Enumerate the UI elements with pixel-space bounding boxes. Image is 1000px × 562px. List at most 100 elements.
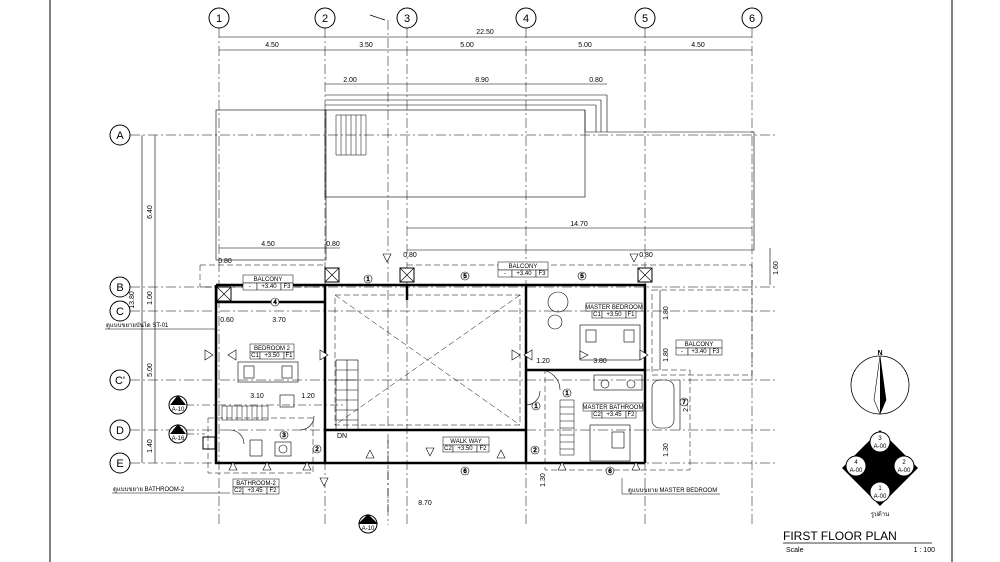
grid-bubble-5: 5	[634, 7, 656, 29]
svg-text:3: 3	[878, 436, 882, 442]
dim-v-4: 1.40	[147, 439, 154, 453]
svg-text:A-00: A-00	[874, 444, 887, 450]
dim-bay-5: 4.50	[691, 42, 705, 49]
grid-bubble-E: E	[109, 452, 131, 474]
toilet-master	[611, 431, 625, 449]
svg-text:+3.40: +3.40	[261, 284, 277, 290]
svg-text:5: 5	[642, 13, 648, 25]
window-tag-10: 2	[530, 445, 540, 455]
room-tag-balcony-right: BALCONY - +3.40 F3	[675, 339, 723, 356]
dim-r-2: 1.80	[663, 306, 670, 320]
upper-stair	[335, 114, 367, 156]
room-tag-balcony-top: BALCONY - +3.40 F3	[497, 261, 549, 278]
dim-misc-4: 0.60	[220, 317, 234, 324]
void-opening	[334, 294, 521, 426]
sheet-title: FIRST FLOOR PLAN	[783, 529, 897, 543]
grid-bubble-2: 2	[314, 7, 336, 29]
svg-text:A-00: A-00	[874, 494, 887, 500]
svg-text:2: 2	[322, 13, 328, 25]
dim-upper-1: 2.00	[343, 77, 357, 84]
dim-v-5: 1.00	[147, 291, 154, 305]
svg-text:2: 2	[533, 448, 537, 454]
svg-text:WALK WAY: WALK WAY	[450, 439, 481, 445]
dim-overall: 22.50	[476, 29, 494, 36]
window-tags: 1 5 5 4 6 6 7 2 3 2	[270, 271, 689, 476]
column-crosses	[216, 267, 653, 302]
window-tag-6: 6	[605, 466, 615, 476]
grid-bubble-D: D	[109, 419, 131, 441]
dim-bay-3: 5.00	[460, 42, 474, 49]
svg-text:C2: C2	[593, 412, 601, 418]
svg-text:-: -	[504, 271, 506, 277]
grid-bubble-4: 4	[515, 7, 537, 29]
room-tag-bathroom-2: BATHROOM-2 C2 +3.45 F2	[232, 478, 280, 495]
door-swings	[229, 369, 561, 445]
shower	[589, 424, 631, 462]
grid-bubble-C: C	[109, 300, 131, 322]
table	[547, 291, 569, 313]
svg-text:7: 7	[682, 400, 686, 406]
scale-label: Scale	[786, 547, 804, 554]
svg-text:1: 1	[565, 391, 569, 397]
sheet-frame	[49, 0, 953, 562]
svg-text:BALCONY: BALCONY	[254, 277, 283, 283]
bed-2	[237, 361, 299, 383]
svg-text:4: 4	[273, 300, 277, 306]
svg-text:6: 6	[749, 13, 755, 25]
elevation-key: 3 A-00 2 A-00 1 A-00 4 A-00 รูปด้าน	[842, 430, 918, 518]
dim-balcony-top: 14.70	[570, 221, 588, 228]
dim-misc-1: 0.80	[218, 258, 232, 265]
svg-text:A-A: A-A	[173, 400, 183, 406]
window-tag-8: 2	[312, 444, 322, 454]
note-bathroom-2: ดูแบบขยาย BATHROOM-2	[113, 487, 185, 493]
stairs	[335, 359, 359, 431]
room-tag-master-bathroom: MASTER BATHROOM C2 +3.45 F2	[583, 402, 644, 419]
svg-text:B: B	[116, 282, 123, 294]
dim-misc-5: 3.70	[272, 317, 286, 324]
window-tag-2: 5	[460, 271, 470, 281]
window-tag-1: 1	[363, 274, 373, 284]
room-tag-bedroom-2: BEDROOM 2 C1 +3.50 F1	[249, 343, 295, 360]
svg-text:2: 2	[902, 460, 906, 466]
note-master-bedroom: ดูแบบขยาย MASTER BEDROOM	[628, 488, 717, 494]
basin	[274, 441, 292, 457]
room-tag-walkway: WALK WAY C2 +3.50 F2	[442, 436, 490, 453]
svg-text:F2: F2	[269, 488, 277, 494]
svg-text:A: A	[116, 130, 124, 142]
svg-text:F3: F3	[712, 349, 720, 355]
dim-left-bay-2: 0.80	[326, 241, 340, 248]
section-mark-cc: C-C A-16	[168, 424, 188, 444]
svg-text:E: E	[116, 458, 123, 470]
north-label: N	[877, 350, 882, 357]
svg-text:C2: C2	[444, 446, 452, 452]
master-bed	[579, 324, 641, 361]
top-dimension-labels: 22.50 4.50 3.50 5.00 5.00 4.50 2.00 8.90…	[218, 29, 705, 507]
svg-text:A-10: A-10	[362, 526, 375, 532]
svg-text:+3.40: +3.40	[516, 271, 532, 277]
dim-misc-8: 1.20	[536, 358, 550, 365]
window-tag-3: 5	[577, 271, 587, 281]
room-tag-balcony-left: BALCONY - +3.40 F3	[242, 274, 294, 291]
svg-text:+3.50: +3.50	[264, 353, 280, 359]
dim-v-2: 13.80	[129, 291, 136, 309]
elevation-key-caption: รูปด้าน	[871, 511, 889, 518]
section-mark-bb: B-B A-10	[358, 514, 378, 534]
svg-text:1: 1	[878, 486, 882, 492]
svg-text:+3.40: +3.40	[691, 349, 707, 355]
dim-misc-2: 0.80	[403, 252, 417, 259]
left-dimension-labels: 6.40 13.80 5.00 1.40 1.00	[129, 205, 154, 453]
svg-text:MASTER BATHROOM: MASTER BATHROOM	[583, 405, 644, 411]
stair-mark: DN	[337, 433, 347, 440]
svg-text:2: 2	[315, 447, 319, 453]
room-tag-master-bedroom: MASTER BEDROOM C1 +3.50 F1	[585, 302, 643, 319]
dim-r-3: 1.80	[663, 348, 670, 362]
svg-text:F1: F1	[285, 353, 293, 359]
svg-text:1: 1	[216, 13, 222, 25]
grid-bubble-3: 3	[396, 7, 418, 29]
balcony-outlines	[199, 264, 753, 474]
scale-value: 1 : 100	[914, 547, 936, 554]
svg-text:-: -	[249, 284, 251, 290]
roof-outline	[215, 94, 755, 261]
svg-text:F3: F3	[283, 284, 291, 290]
